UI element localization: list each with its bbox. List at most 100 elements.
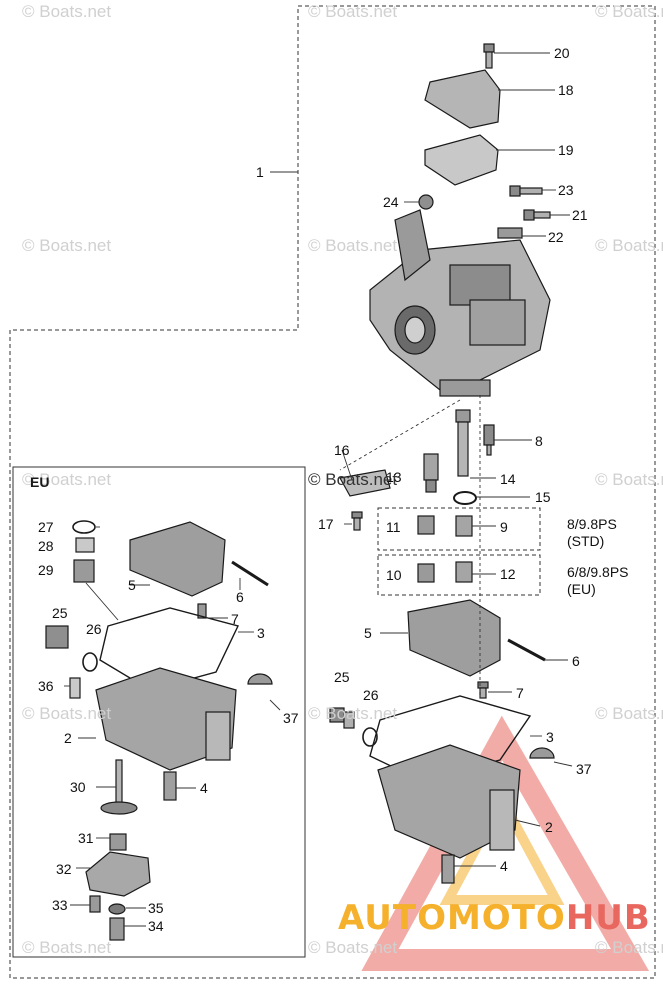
watermark-text: © Boats.net — [308, 236, 398, 255]
eu-callout-30: 30 — [70, 779, 86, 795]
callout-10: 10 — [386, 567, 402, 583]
carburetor-body — [369, 209, 551, 397]
part-37-cap — [529, 747, 555, 759]
eu-part-35-washer — [108, 903, 126, 915]
watermark-text: © Boats.net — [308, 938, 398, 957]
brand-text-part1: AUTOMOTO — [338, 898, 566, 938]
callout-20: 20 — [554, 45, 570, 61]
callout-26: 26 — [363, 687, 379, 703]
eu-part-2-float-bowl — [95, 667, 237, 771]
std-variant-box — [377, 507, 541, 551]
eu-part-37-cap — [247, 673, 273, 685]
callout-leaders — [64, 52, 573, 927]
watermark-text: © Boats.net — [22, 2, 112, 21]
callout-5: 5 — [364, 625, 372, 641]
watermark-text: © Boats.net — [595, 2, 663, 21]
part-22-spring — [497, 227, 523, 239]
eu-callout-32: 32 — [56, 861, 72, 877]
watermark-text: © Boats.net — [595, 236, 663, 255]
callout-16: 16 — [334, 442, 350, 458]
callout-11: 11 — [386, 519, 401, 535]
std-variant-label: 8/9.8PS (STD) — [567, 516, 617, 549]
callout-25: 25 — [334, 669, 350, 685]
callout-19: 19 — [558, 142, 574, 158]
eu-part-31-spring — [109, 833, 127, 851]
eu-part-32-cover — [85, 851, 151, 897]
part-19-gasket — [424, 134, 499, 186]
eu-inset-label: EU — [30, 474, 50, 490]
callout-37: 37 — [576, 761, 592, 777]
eu-part-26-washer — [82, 652, 98, 672]
callout-7: 7 — [516, 685, 524, 701]
part-18-cover-plate — [424, 69, 501, 129]
part-21-screw — [523, 209, 551, 221]
eu-callout-36: 36 — [38, 678, 54, 694]
eu-part-36-pin — [69, 677, 81, 699]
eu-variant-label: 6/8/9.8PS (EU) — [567, 564, 629, 597]
eu-callout-2: 2 — [64, 730, 72, 746]
callout-18: 18 — [558, 82, 574, 98]
brand-text-part2: HUB — [565, 898, 651, 938]
part-17-screw — [351, 511, 363, 531]
part-6-float-pin — [507, 638, 546, 662]
callout-13: 13 — [386, 469, 402, 485]
eu-part-33-screw — [89, 895, 101, 913]
assembly-boundary — [9, 5, 656, 979]
eu-callout-37: 37 — [283, 710, 299, 726]
watermark-text: © Boats.net — [22, 704, 112, 723]
eu-callout-26: 26 — [86, 621, 102, 637]
eu-callout-34: 34 — [148, 918, 164, 934]
eu-part-5-float — [129, 521, 226, 597]
eu-callout-33: 33 — [52, 897, 68, 913]
callout-8: 8 — [535, 433, 543, 449]
eu-callout-25: 25 — [52, 605, 68, 621]
eu-callout-5: 5 — [128, 577, 136, 593]
eu-callout-7: 7 — [231, 611, 239, 627]
eu-part-29-valve — [73, 559, 95, 583]
watermark-text: © Boats.net — [595, 938, 663, 957]
eu-part-4-screw — [163, 771, 177, 801]
eu-part-7-screw — [197, 603, 207, 619]
callout-22: 22 — [548, 229, 564, 245]
callout-3: 3 — [546, 729, 554, 745]
part-5-float — [407, 599, 501, 677]
callout-21: 21 — [572, 207, 588, 223]
callout-23: 23 — [558, 182, 574, 198]
eu-callout-28: 28 — [38, 538, 54, 554]
part-9-jet — [455, 515, 473, 537]
part-14-main-nozzle — [455, 409, 471, 477]
brand-logo-text: AUTOMOTOHUB — [338, 898, 651, 938]
part-11-jet — [417, 515, 435, 535]
eu-callout-31: 31 — [78, 830, 94, 846]
callout-12: 12 — [500, 566, 516, 582]
watermark-text: © Boats.net — [308, 2, 398, 21]
part-15-o-ring — [453, 491, 477, 505]
eu-callout-35: 35 — [148, 900, 164, 916]
watermark-text: © Boats.net — [595, 470, 663, 489]
eu-part-3-gasket — [99, 607, 239, 691]
callout-6: 6 — [572, 653, 580, 669]
callout-1: 1 — [256, 164, 264, 180]
watermark-text: © Boats.net — [22, 938, 112, 957]
eu-inset-box — [12, 466, 306, 958]
part-7-screw — [477, 681, 489, 699]
part-8-needle-valve — [483, 424, 495, 456]
part-23-screw — [509, 185, 543, 197]
eu-callout-27: 27 — [38, 519, 54, 535]
eu-part-34-screw — [109, 917, 125, 941]
watermark-text: © Boats.net — [308, 704, 398, 723]
callout-2: 2 — [545, 819, 553, 835]
callout-17: 17 — [318, 516, 334, 532]
part-26-washer — [362, 727, 378, 747]
eu-part-25-drain-screw — [45, 625, 69, 649]
part-10-jet — [417, 563, 435, 583]
callout-4: 4 — [500, 858, 508, 874]
part-4-screw — [441, 854, 455, 884]
watermark-text: © Boats.net — [308, 470, 398, 489]
eu-callout-3: 3 — [257, 625, 265, 641]
eu-callout-4: 4 — [200, 780, 208, 796]
part-20-screw — [483, 43, 495, 69]
part-12-jet — [455, 561, 473, 583]
part-3-gasket — [369, 695, 532, 781]
